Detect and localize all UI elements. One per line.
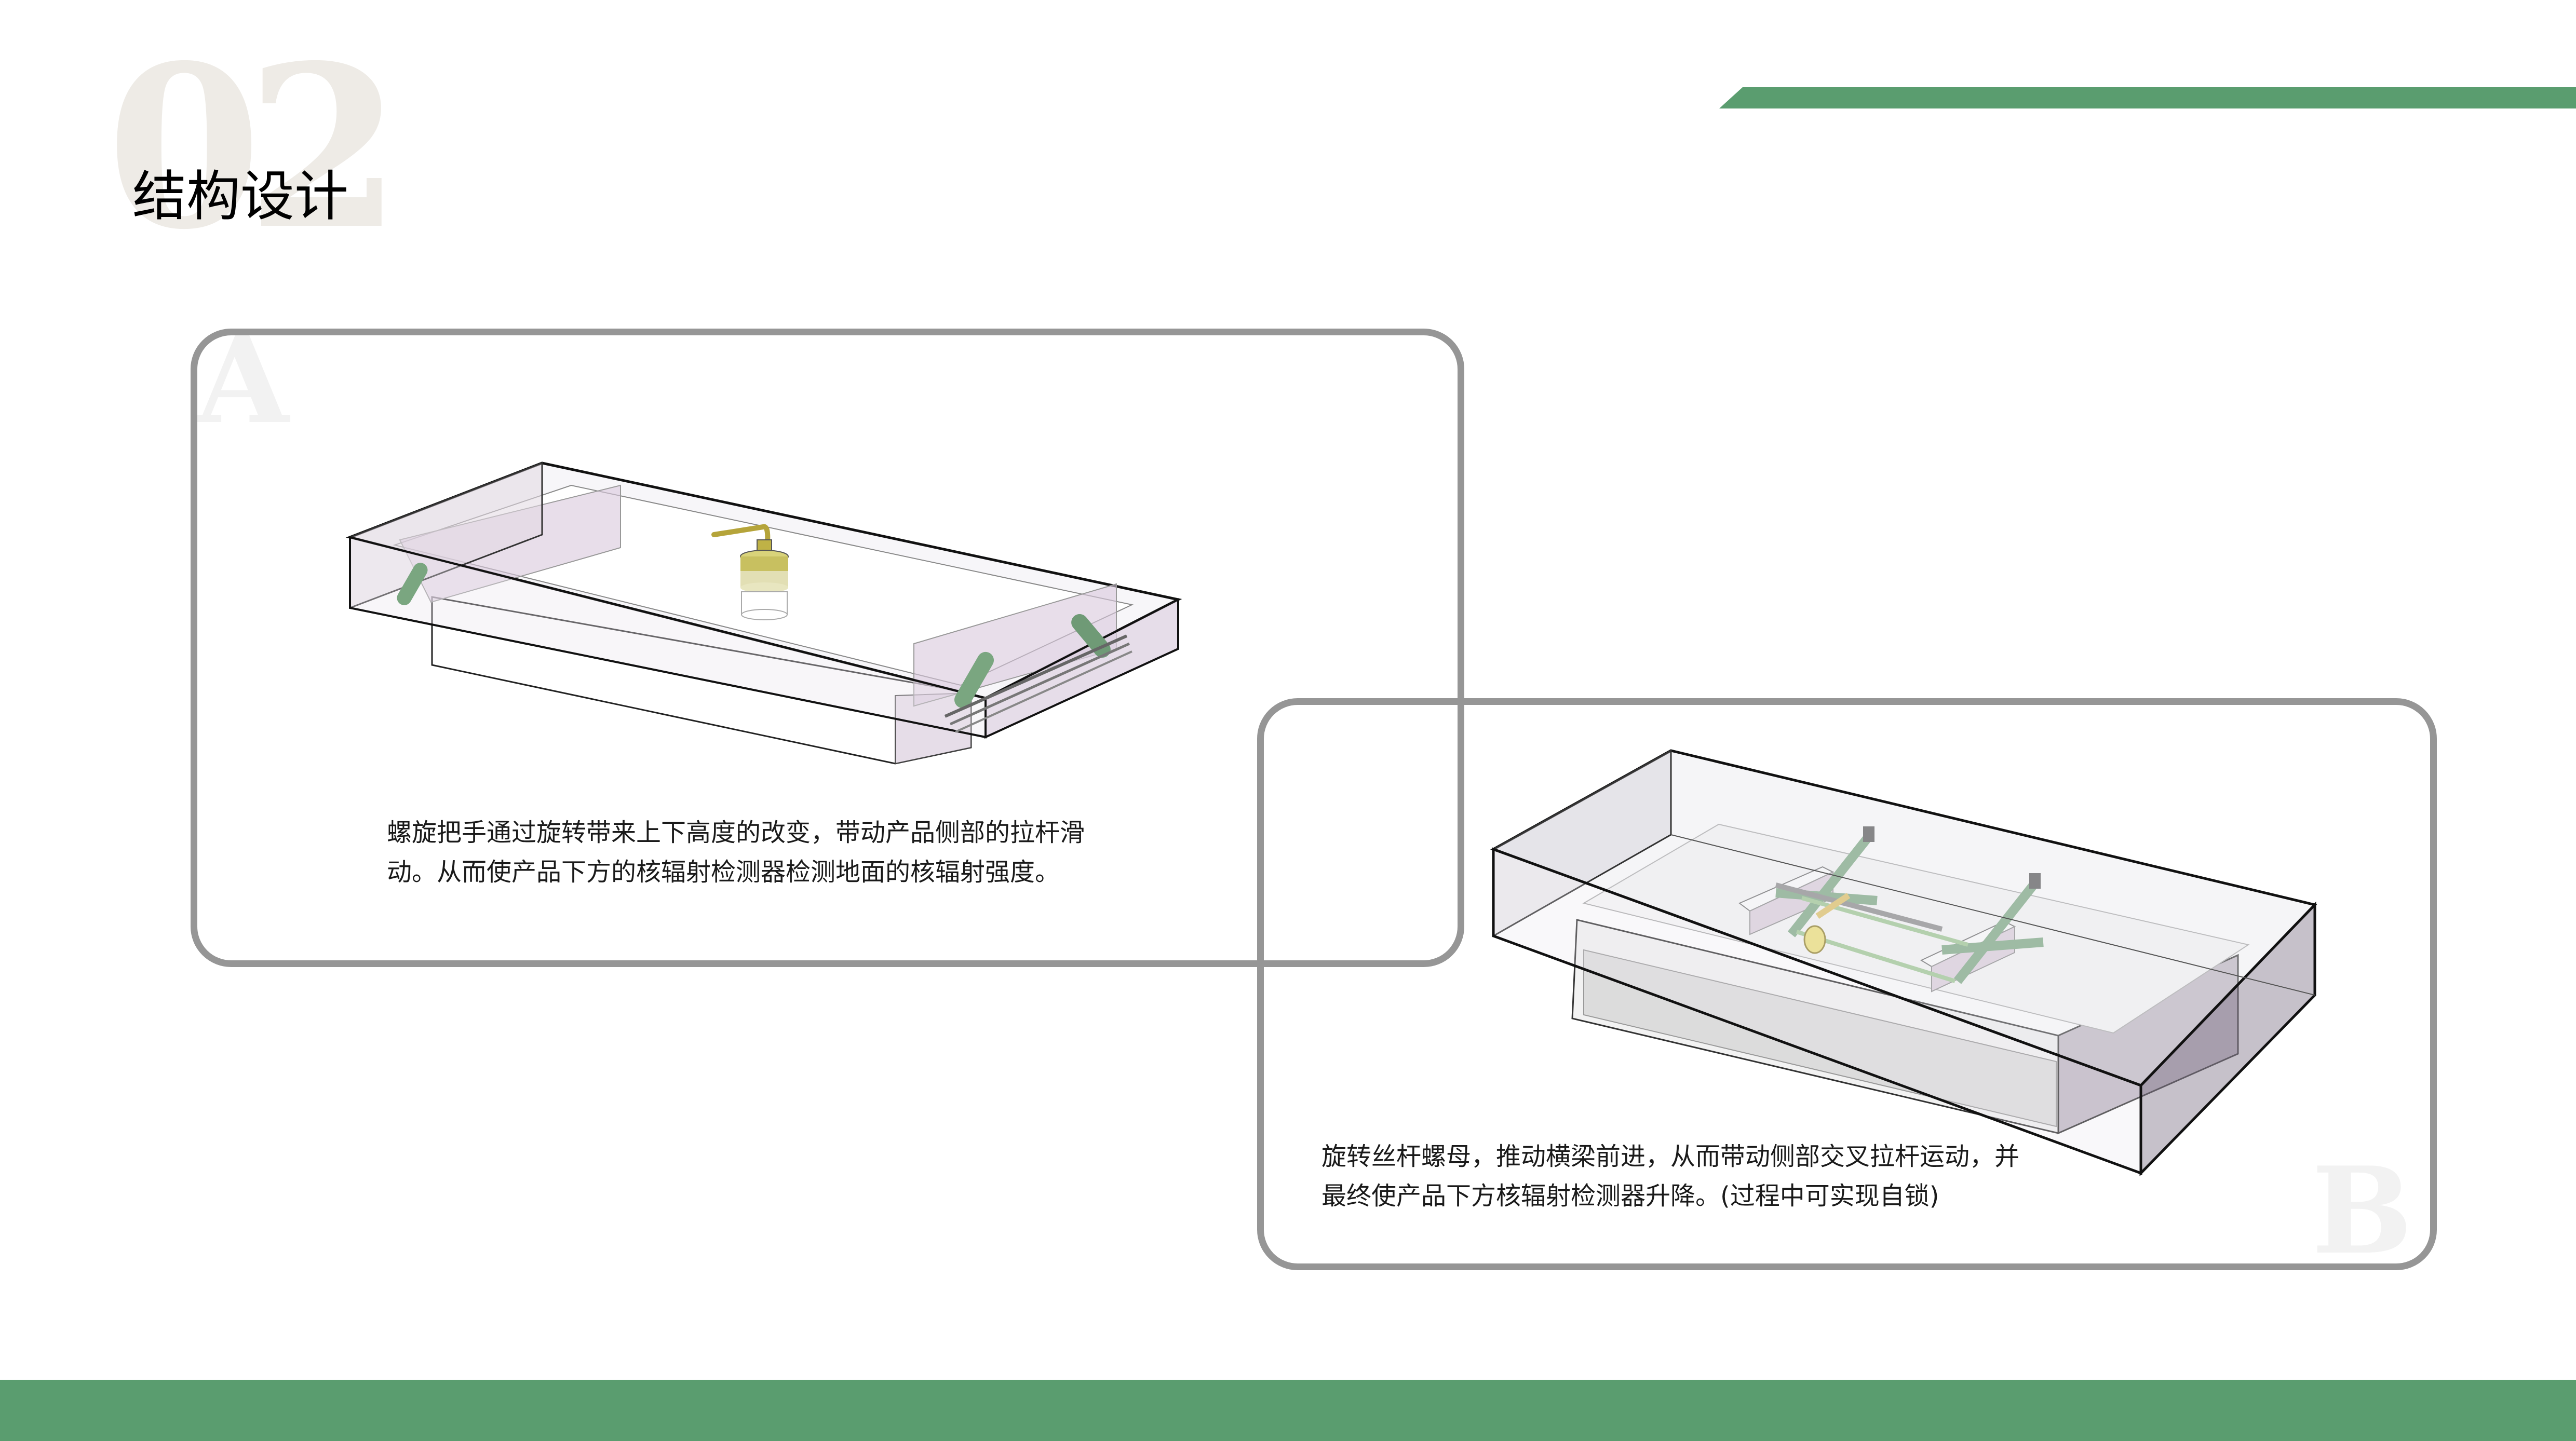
- illustration-b-scissor-lift-mechanism: [1490, 749, 2317, 1177]
- illustration-a-screw-handle-mechanism: [345, 461, 1182, 765]
- top-accent-bar: [1719, 87, 2576, 108]
- card-b-letter: B: [2312, 1141, 2413, 1281]
- page-title: 结构设计: [132, 165, 349, 228]
- card-b-description: 旋转丝杆螺母，推动横梁前进，从而带动侧部交叉拉杆运动，并最终使产品下方核辐射检测…: [1321, 1142, 2020, 1211]
- section-number-watermark: 02: [106, 17, 401, 279]
- screw-handle-knob-icon: [711, 524, 789, 620]
- card-a-description: 螺旋把手通过旋转带来上下高度的改变，带动产品侧部的拉杆滑动。从而使产品下方的核辐…: [387, 818, 1085, 887]
- card-a: [191, 329, 1464, 967]
- bottom-accent-bar: [0, 1380, 2576, 1441]
- lead-screw-nut-icon: [1803, 925, 1826, 954]
- card-b: [1257, 698, 2437, 1270]
